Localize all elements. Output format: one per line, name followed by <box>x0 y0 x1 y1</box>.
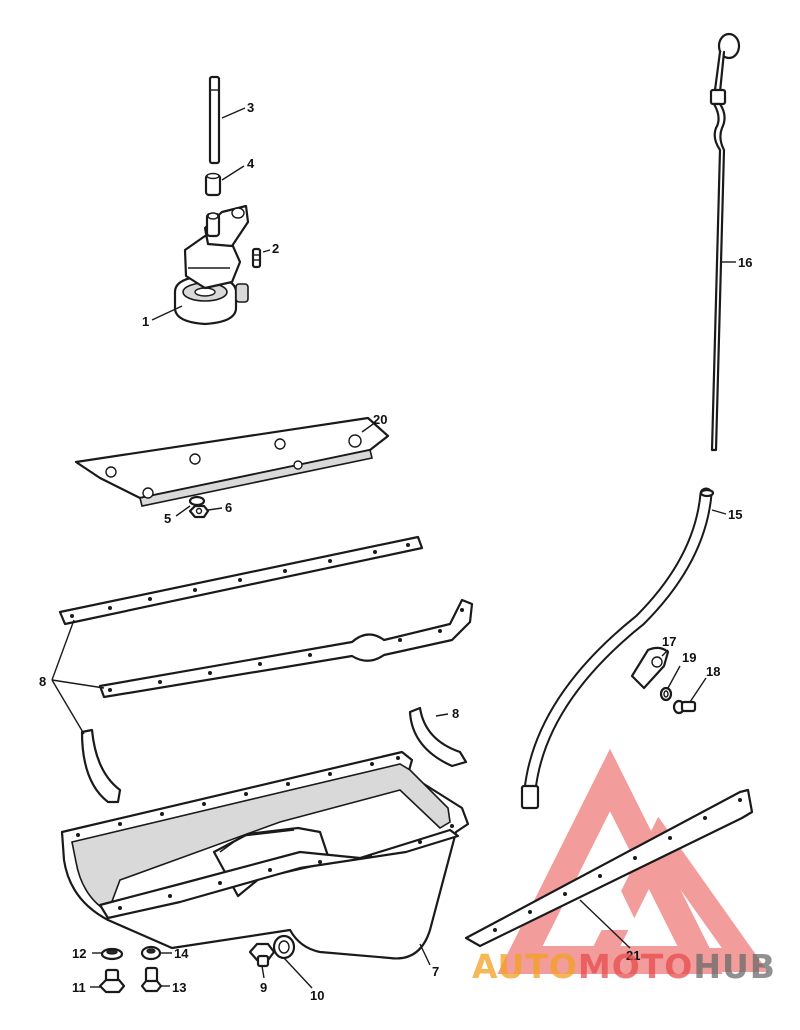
stud-13 <box>140 966 163 993</box>
leader-lines <box>51 107 736 989</box>
drain-plug <box>248 942 276 968</box>
bolt-11 <box>98 968 126 994</box>
watermark-auto: AUTO <box>472 947 578 986</box>
watermark-hub: HUB <box>693 947 776 986</box>
shaft-sleeve <box>204 172 222 197</box>
clip-screw <box>672 699 697 715</box>
nut-14 <box>140 945 162 961</box>
callout-8-upper: 8 <box>39 674 46 689</box>
callout-18: 18 <box>706 664 720 679</box>
callout-16: 16 <box>738 255 752 270</box>
callout-14: 14 <box>174 946 189 961</box>
roll-pin <box>251 247 262 269</box>
tube-clip <box>630 646 670 690</box>
callout-20: 20 <box>373 412 387 427</box>
rear-seal-left <box>80 728 122 804</box>
dipstick-tube <box>520 487 715 810</box>
callout-9: 9 <box>260 980 267 995</box>
watermark-text: AUTOMOTOHUB <box>472 947 776 986</box>
callout-5: 5 <box>164 511 171 526</box>
clip-washer <box>659 686 673 702</box>
callout-2: 2 <box>272 241 279 256</box>
baffle-plate <box>74 416 390 507</box>
callout-6: 6 <box>225 500 232 515</box>
baffle-washer <box>188 495 206 507</box>
callout-12: 12 <box>72 946 86 961</box>
callout-1: 1 <box>142 314 149 329</box>
oil-pan <box>60 750 470 960</box>
callout-labels: 1 2 3 4 5 6 7 8 8 9 10 11 12 13 14 15 16… <box>39 100 752 1003</box>
callout-15: 15 <box>728 507 742 522</box>
pump-shaft <box>208 75 221 165</box>
callout-19: 19 <box>682 650 696 665</box>
pan-gasket-strip <box>58 535 474 699</box>
callout-4: 4 <box>247 156 255 171</box>
drain-plug-gasket <box>272 934 296 960</box>
callout-8-seal: 8 <box>452 706 459 721</box>
callout-3: 3 <box>247 100 254 115</box>
callout-10: 10 <box>310 988 324 1003</box>
rear-seal-right <box>408 706 468 768</box>
callout-11: 11 <box>72 980 86 995</box>
svg-text:AUTOMOTOHUB: AUTOMOTOHUB <box>472 947 776 986</box>
watermark-moto: MOTO <box>578 947 693 986</box>
callout-13: 13 <box>172 980 186 995</box>
baffle-nut <box>188 504 210 519</box>
callout-17: 17 <box>662 634 676 649</box>
callout-7: 7 <box>432 964 439 979</box>
side-gasket <box>464 788 754 948</box>
oil-pump <box>173 204 250 326</box>
washer-12 <box>100 947 124 961</box>
dipstick <box>709 32 741 452</box>
callout-21: 21 <box>626 948 640 963</box>
